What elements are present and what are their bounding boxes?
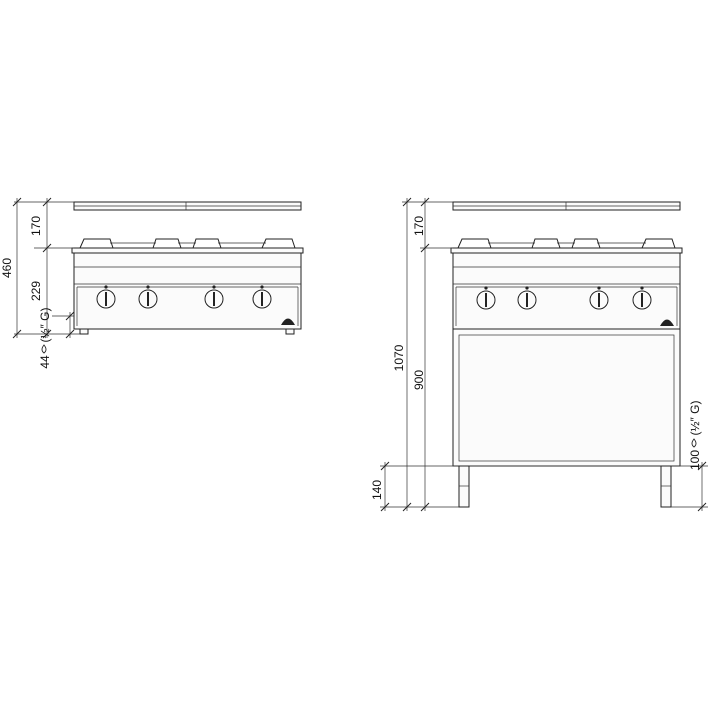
right-dim-gas: 100 — [688, 450, 702, 470]
left-dim-gas-thread: (½″ G) — [38, 308, 52, 343]
left-pan-supports — [79, 238, 296, 249]
left-gas-drop-icon — [41, 344, 47, 354]
right-knob-1 — [476, 286, 496, 310]
left-dim-top: 170 — [29, 216, 43, 236]
right-unit-drawing — [450, 201, 683, 508]
left-knob-1 — [96, 285, 116, 309]
left-dim-mid: 229 — [29, 281, 43, 301]
left-dimensions: 170 229 460 (½″ G) 44 — [0, 197, 80, 369]
left-dim-total: 460 — [0, 258, 14, 278]
left-knob-4 — [252, 285, 272, 309]
left-foot-right — [285, 328, 295, 335]
left-unit-drawing — [71, 201, 304, 335]
left-knob-2 — [138, 285, 158, 309]
left-foot-left — [79, 328, 89, 335]
right-knob-2 — [517, 286, 537, 310]
right-leg-left — [458, 465, 470, 508]
right-dim-top: 170 — [412, 216, 426, 236]
right-pan-supports — [457, 238, 676, 249]
right-brand-logo-icon — [660, 319, 674, 326]
right-gas-drop-icon — [691, 438, 697, 448]
left-top-rim — [71, 247, 304, 254]
right-dim-bottom: 140 — [370, 480, 384, 500]
right-cabinet-opening — [458, 334, 675, 462]
right-cabinet — [452, 328, 681, 467]
right-knob-4 — [632, 286, 652, 310]
right-top-rim — [450, 247, 683, 254]
right-dimensions: 170 900 1070 140 (½″ G) 100 — [370, 197, 708, 512]
right-dim-total: 1070 — [392, 344, 406, 371]
left-brand-logo-icon — [281, 318, 295, 325]
left-dim-gas: 44 — [38, 355, 52, 369]
right-leg-right — [660, 465, 672, 508]
right-knob-3 — [589, 286, 609, 310]
right-dim-gas-thread: (½″ G) — [688, 401, 702, 436]
right-dim-mid: 900 — [412, 370, 426, 390]
left-knob-3 — [204, 285, 224, 309]
